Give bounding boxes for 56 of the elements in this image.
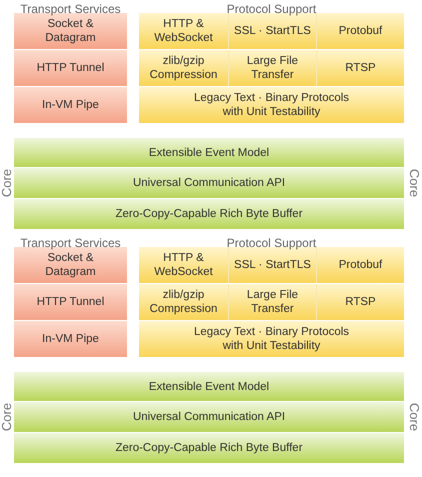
core-layer-bar [14, 402, 404, 432]
core-layer-bar [14, 168, 404, 198]
core-layer-label: Extensible Event Model [148, 380, 270, 394]
protocol-label: Legacy Text · Binary Protocols with Unit Testability [192, 91, 350, 119]
protocol-label: Protobuf [338, 258, 382, 272]
protocol-label: HTTP & WebSocket [153, 251, 214, 279]
protocol-panel [228, 284, 316, 320]
protocol-panel [139, 247, 228, 283]
protocol-label: zlib/gzip Compression [148, 54, 218, 82]
protocol-label: Large File Transfer [246, 54, 300, 82]
protocol-label: Legacy Text · Binary Protocols with Unit Testability [192, 325, 350, 353]
protocol-label: Large File Transfer [246, 288, 300, 316]
transport-label: HTTP Tunnel [36, 295, 104, 309]
protocol-panel [228, 50, 316, 86]
protocol-label: HTTP & WebSocket [153, 17, 214, 45]
transport-label: Socket & Datagram [44, 17, 97, 45]
protocol-panel [139, 321, 404, 357]
core-side-label: Core [0, 168, 13, 198]
section-heading: Protocol Support [226, 236, 316, 250]
core-layer-bar [14, 138, 404, 167]
transport-label: In-VM Pipe [42, 332, 99, 346]
transport-label: HTTP Tunnel [36, 61, 104, 75]
protocol-label: RTSP [345, 61, 376, 75]
protocol-panel [139, 284, 228, 320]
core-layer-bar [14, 372, 404, 401]
protocol-panel [316, 50, 404, 86]
section-heading: Transport Services [20, 236, 121, 250]
transport-panel [14, 50, 127, 86]
protocol-panel [316, 13, 404, 49]
protocol-label: SSL · StartTLS [234, 258, 311, 272]
core-layer-bar [14, 433, 404, 463]
core-layer-label: Universal Communication API [132, 176, 286, 190]
protocol-label: SSL · StartTLS [234, 24, 311, 38]
protocol-label: Protobuf [338, 24, 382, 38]
protocol-panel [316, 284, 404, 320]
protocol-panel [316, 247, 404, 283]
core-layer-bar [14, 199, 404, 229]
transport-panel [14, 321, 127, 357]
core-side-label: Core [408, 168, 421, 198]
core-side-label: Core [0, 402, 13, 432]
protocol-panel [139, 50, 228, 86]
protocol-panel [139, 87, 404, 123]
core-layer-label: Extensible Event Model [148, 146, 270, 160]
core-layer-label: Zero-Copy-Capable Rich Byte Buffer [115, 441, 303, 455]
section-heading: Transport Services [20, 2, 121, 16]
core-layer-label: Zero-Copy-Capable Rich Byte Buffer [115, 207, 303, 221]
protocol-label: RTSP [345, 295, 376, 309]
transport-label: Socket & Datagram [44, 251, 97, 279]
protocol-panel [139, 13, 228, 49]
protocol-label: zlib/gzip Compression [148, 288, 218, 316]
transport-panel [14, 87, 127, 123]
transport-label: In-VM Pipe [42, 98, 99, 112]
core-side-label: Core [408, 402, 421, 432]
core-layer-label: Universal Communication API [132, 410, 286, 424]
transport-panel [14, 284, 127, 320]
section-heading: Protocol Support [226, 2, 316, 16]
